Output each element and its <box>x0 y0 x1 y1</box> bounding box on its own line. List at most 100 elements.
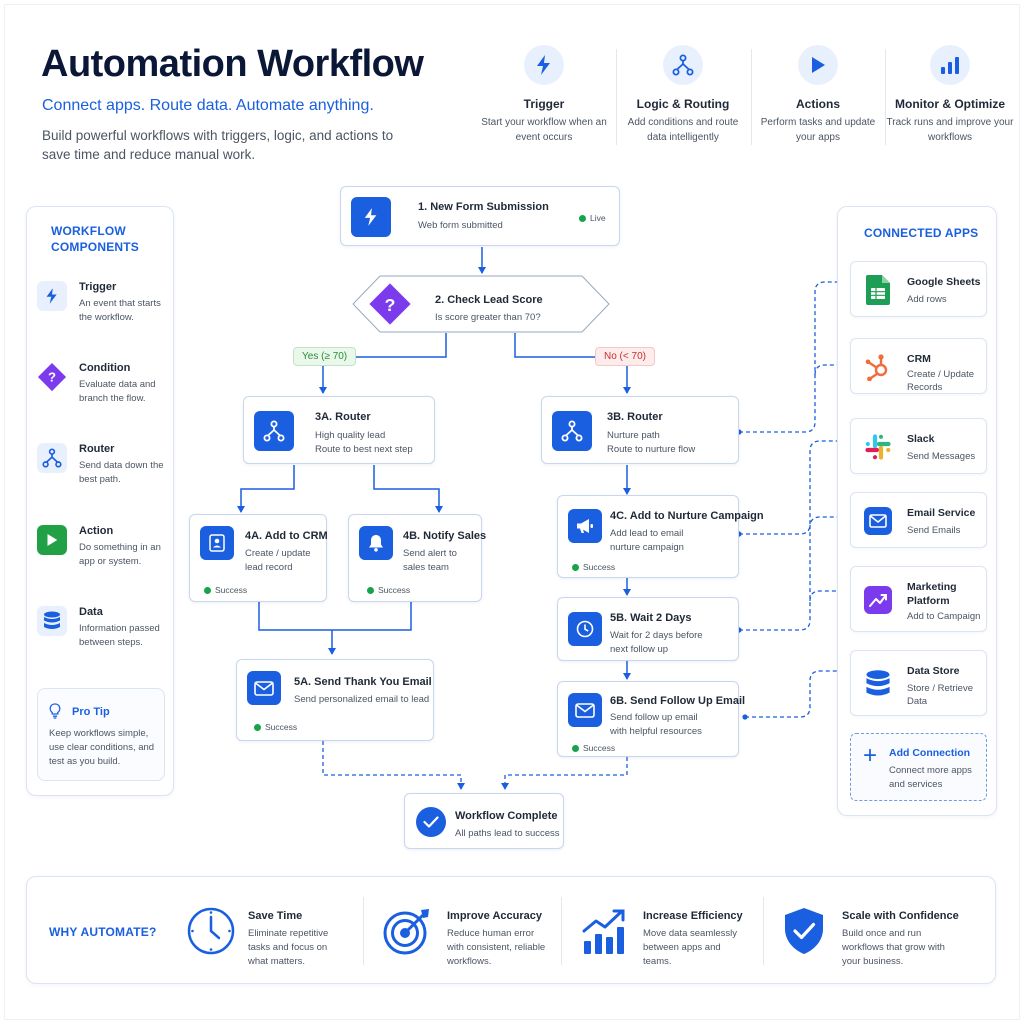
status-text: Success <box>583 743 616 753</box>
benefit-scale: Scale with Confidence Build once and run… <box>779 877 989 985</box>
status-text: Success <box>583 562 616 572</box>
app-desc: Send Emails <box>907 525 961 536</box>
app-desc: Create / Update Records <box>907 369 975 393</box>
feature-desc: Track runs and improve your workflows <box>886 117 1014 143</box>
app-name: Google Sheets <box>907 276 981 288</box>
node-title: 4A. Add to CRM <box>245 530 328 542</box>
node-title: 3A. Router <box>315 411 371 423</box>
router-icon <box>254 411 294 451</box>
plus-icon: + <box>863 742 878 769</box>
node-title: Workflow Complete <box>455 810 558 822</box>
node-title: 4C. Add to Nurture Campaign <box>610 510 764 522</box>
node-router-a[interactable]: 3A. Router High quality lead Route to be… <box>243 396 435 464</box>
app-marketing-platform[interactable]: Marketing Platform Add to Campaign <box>850 566 987 632</box>
benefit-name: Scale with Confidence <box>842 910 959 922</box>
page-description: Build powerful workflows with triggers, … <box>42 128 394 162</box>
node-desc: Route to best next step <box>315 444 413 455</box>
hubspot-icon <box>863 352 893 382</box>
benefit-save-time: Save Time Eliminate repetitive tasks and… <box>182 877 382 985</box>
node-thank-you-email[interactable]: 5A. Send Thank You Email Send personaliz… <box>236 659 434 741</box>
component-name: Trigger <box>79 281 117 293</box>
benefit-desc: Eliminate repetitive tasks and focus on … <box>248 928 329 967</box>
benefit-name: Save Time <box>248 910 303 922</box>
node-nurture-campaign[interactable]: 4C. Add to Nurture Campaign Add lead to … <box>557 495 764 578</box>
benefit-desc: Build once and run workflows that grow w… <box>842 928 945 967</box>
component-name: Condition <box>79 362 131 374</box>
status-badge: Success <box>254 722 297 732</box>
clock-icon <box>187 907 235 955</box>
node-condition[interactable]: ? 2. Check Lead Score Is score greater t… <box>352 275 610 333</box>
node-add-to-crm[interactable]: 4A. Add to CRM Create / update lead reco… <box>189 514 328 602</box>
add-connection-title: Add Connection <box>889 747 971 759</box>
app-crm[interactable]: CRM Create / Update Records <box>850 338 987 394</box>
app-desc: Add to Campaign <box>907 611 981 622</box>
component-desc: An event that starts the workflow. <box>79 298 161 323</box>
app-email-service[interactable]: Email Service Send Emails <box>850 492 987 548</box>
node-follow-up-email[interactable]: 6B. Send Follow Up Email Send follow up … <box>557 681 745 757</box>
node-desc: Route to nurture flow <box>607 444 696 455</box>
app-desc: Add rows <box>907 294 947 305</box>
benefit-divider <box>763 897 764 965</box>
component-desc: Do something in an app or system. <box>79 542 161 567</box>
status-text: Live <box>590 213 606 223</box>
target-icon <box>383 909 429 955</box>
pro-tip-title: Pro Tip <box>72 706 110 718</box>
status-badge: Success <box>204 585 247 595</box>
node-desc: Is score greater than 70? <box>435 312 541 323</box>
benefit-divider <box>363 897 364 965</box>
component-name: Action <box>79 525 114 537</box>
status-text: Success <box>215 585 248 595</box>
node-desc: Send follow up email <box>610 712 698 723</box>
node-desc: lead record <box>245 562 293 573</box>
node-desc: Add lead to email <box>610 528 684 539</box>
node-title: 1. New Form Submission <box>418 201 549 213</box>
node-title: 5A. Send Thank You Email <box>294 676 432 688</box>
app-desc: Send Messages <box>907 451 976 462</box>
lightning-icon <box>351 197 391 237</box>
node-router-b[interactable]: 3B. Router Nurture path Route to nurture… <box>541 396 739 464</box>
node-trigger[interactable]: 1. New Form Submission Web form submitte… <box>340 186 620 246</box>
feature-desc: Add conditions and route data intelligen… <box>627 117 739 143</box>
app-data-store[interactable]: Data Store Store / Retrieve Data <box>850 650 987 716</box>
svg-text:?: ? <box>385 295 396 315</box>
status-badge: Success <box>367 585 410 595</box>
feature-title: Trigger <box>523 97 565 111</box>
growth-chart-icon <box>582 909 625 954</box>
app-name: Slack <box>907 433 935 445</box>
trend-icon <box>863 585 893 615</box>
node-desc: with helpful resources <box>610 726 702 737</box>
app-google-sheets[interactable]: Google Sheets Add rows <box>850 261 987 317</box>
bar-chart-icon <box>930 45 970 85</box>
app-slack[interactable]: Slack Send Messages <box>850 418 987 474</box>
node-notify-sales[interactable]: 4B. Notify Sales Send alert to sales tea… <box>348 514 486 602</box>
node-workflow-complete[interactable]: Workflow Complete All paths lead to succ… <box>404 793 564 849</box>
status-badge: Live <box>579 213 606 223</box>
app-name: Marketing Platform <box>907 581 957 607</box>
app-name: Email Service <box>907 507 976 519</box>
node-wait-2-days[interactable]: 5B. Wait 2 Days Wait for 2 days before n… <box>557 597 739 661</box>
condition-hexagon <box>352 275 610 333</box>
feature-title: Monitor & Optimize <box>895 97 1005 111</box>
benefit-name: Increase Efficiency <box>643 910 743 922</box>
feature-divider <box>751 49 752 145</box>
status-badge: Success <box>572 562 615 572</box>
connected-apps-panel: CONNECTED APPS Google Sheets Add rows CR… <box>837 206 997 816</box>
why-automate-panel: WHY AUTOMATE? Save Time Eliminate repeti… <box>26 876 996 984</box>
feature-title: Actions <box>795 97 840 111</box>
database-icon <box>863 669 893 699</box>
flow-connectors <box>237 247 844 790</box>
add-connection-button[interactable]: + Add Connection Connect more apps and s… <box>850 733 987 801</box>
mail-icon <box>247 671 281 705</box>
mail-icon <box>568 693 602 727</box>
question-diamond-icon: ? <box>368 282 412 331</box>
component-desc: Information passed between steps. <box>79 623 160 648</box>
page: Automation Workflow Connect apps. Route … <box>4 4 1020 1020</box>
node-title: 6B. Send Follow Up Email <box>610 695 746 707</box>
database-icon <box>37 606 67 636</box>
status-text: Success <box>378 585 411 595</box>
node-desc: Send personalized email to lead <box>294 694 430 705</box>
node-desc: Send alert to <box>403 548 457 559</box>
node-desc: Wait for 2 days before <box>610 630 703 641</box>
panel-title: CONNECTED APPS <box>864 226 979 240</box>
benefit-accuracy: Improve Accuracy Reduce human error with… <box>379 877 579 985</box>
